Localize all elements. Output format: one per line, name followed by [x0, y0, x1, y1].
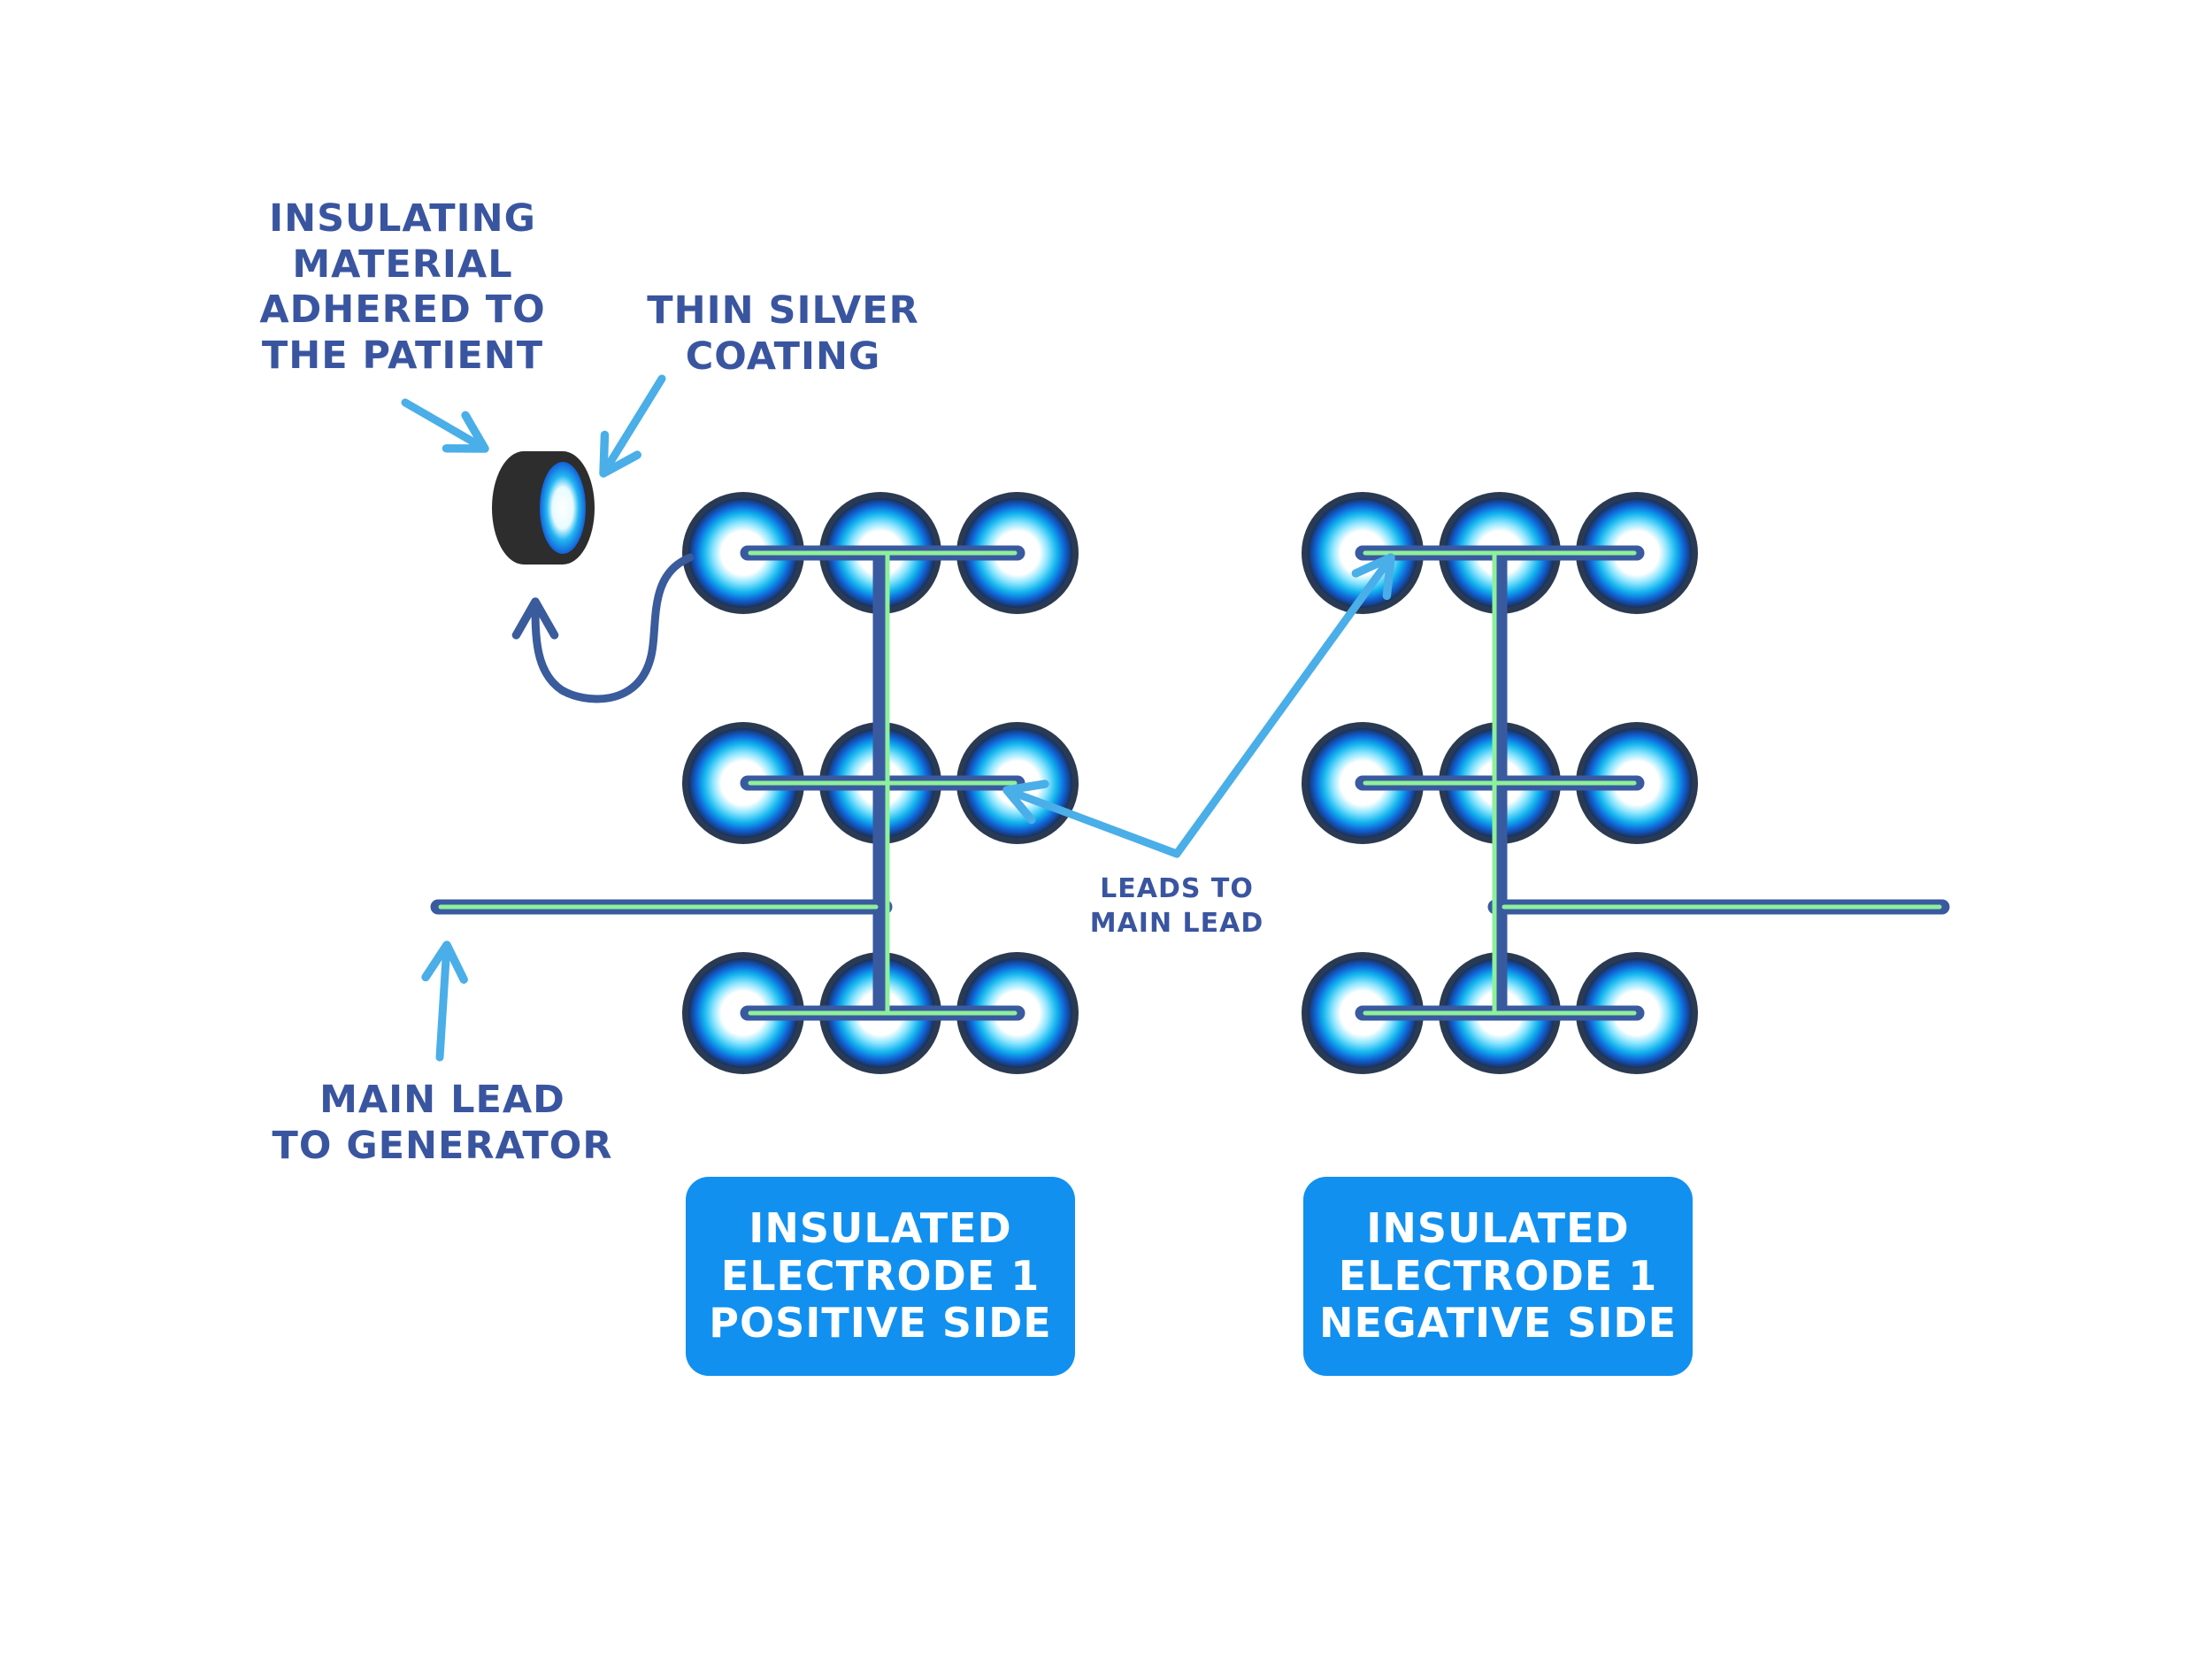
insulating-pad-icon — [492, 451, 595, 565]
box-line: ELECTRODE 1 — [1338, 1251, 1658, 1300]
leads-to-main-lead-arrow — [1002, 553, 1395, 858]
insulating-material-arrow — [401, 398, 489, 453]
silver-coating-label: THIN SILVER COATING — [619, 288, 947, 380]
label-line: LEADS TO — [1100, 873, 1254, 904]
negative-side-box: INSULATED ELECTRODE 1 NEGATIVE SIDE — [1303, 1177, 1693, 1376]
main-lead-arrow — [421, 941, 468, 1062]
label-line: MATERIAL — [292, 242, 513, 287]
positive-side-box: INSULATED ELECTRODE 1 POSITIVE SIDE — [686, 1177, 1075, 1376]
leads-to-main-lead-label: LEADS TO MAIN LEAD — [1062, 872, 1292, 941]
wire-inner — [438, 550, 1942, 1016]
box-line: NEGATIVE SIDE — [1318, 1299, 1678, 1348]
main-lead-label: MAIN LEAD TO GENERATOR — [257, 1078, 628, 1169]
wiring — [430, 545, 1950, 1021]
box-line: INSULATED — [1366, 1204, 1630, 1253]
silver-coating-arrow — [599, 374, 666, 478]
insulating-material-label: INSULATING MATERIAL ADHERED TO THE PATIE… — [221, 196, 584, 379]
box-line: INSULATED — [749, 1204, 1012, 1253]
label-line: COATING — [685, 334, 881, 379]
label-line: ADHERED TO — [259, 288, 546, 333]
patient-connection-arrow — [511, 553, 695, 703]
label-line: MAIN LEAD — [1089, 908, 1264, 939]
box-line: POSITIVE SIDE — [709, 1299, 1052, 1348]
wire-outer — [430, 545, 1950, 1021]
label-line: TO GENERATOR — [272, 1123, 613, 1168]
label-line: MAIN LEAD — [319, 1078, 565, 1122]
label-line: THIN SILVER — [647, 288, 919, 333]
box-line: ELECTRODE 1 — [720, 1251, 1041, 1300]
label-line: INSULATING — [269, 196, 536, 241]
label-line: THE PATIENT — [261, 333, 544, 378]
